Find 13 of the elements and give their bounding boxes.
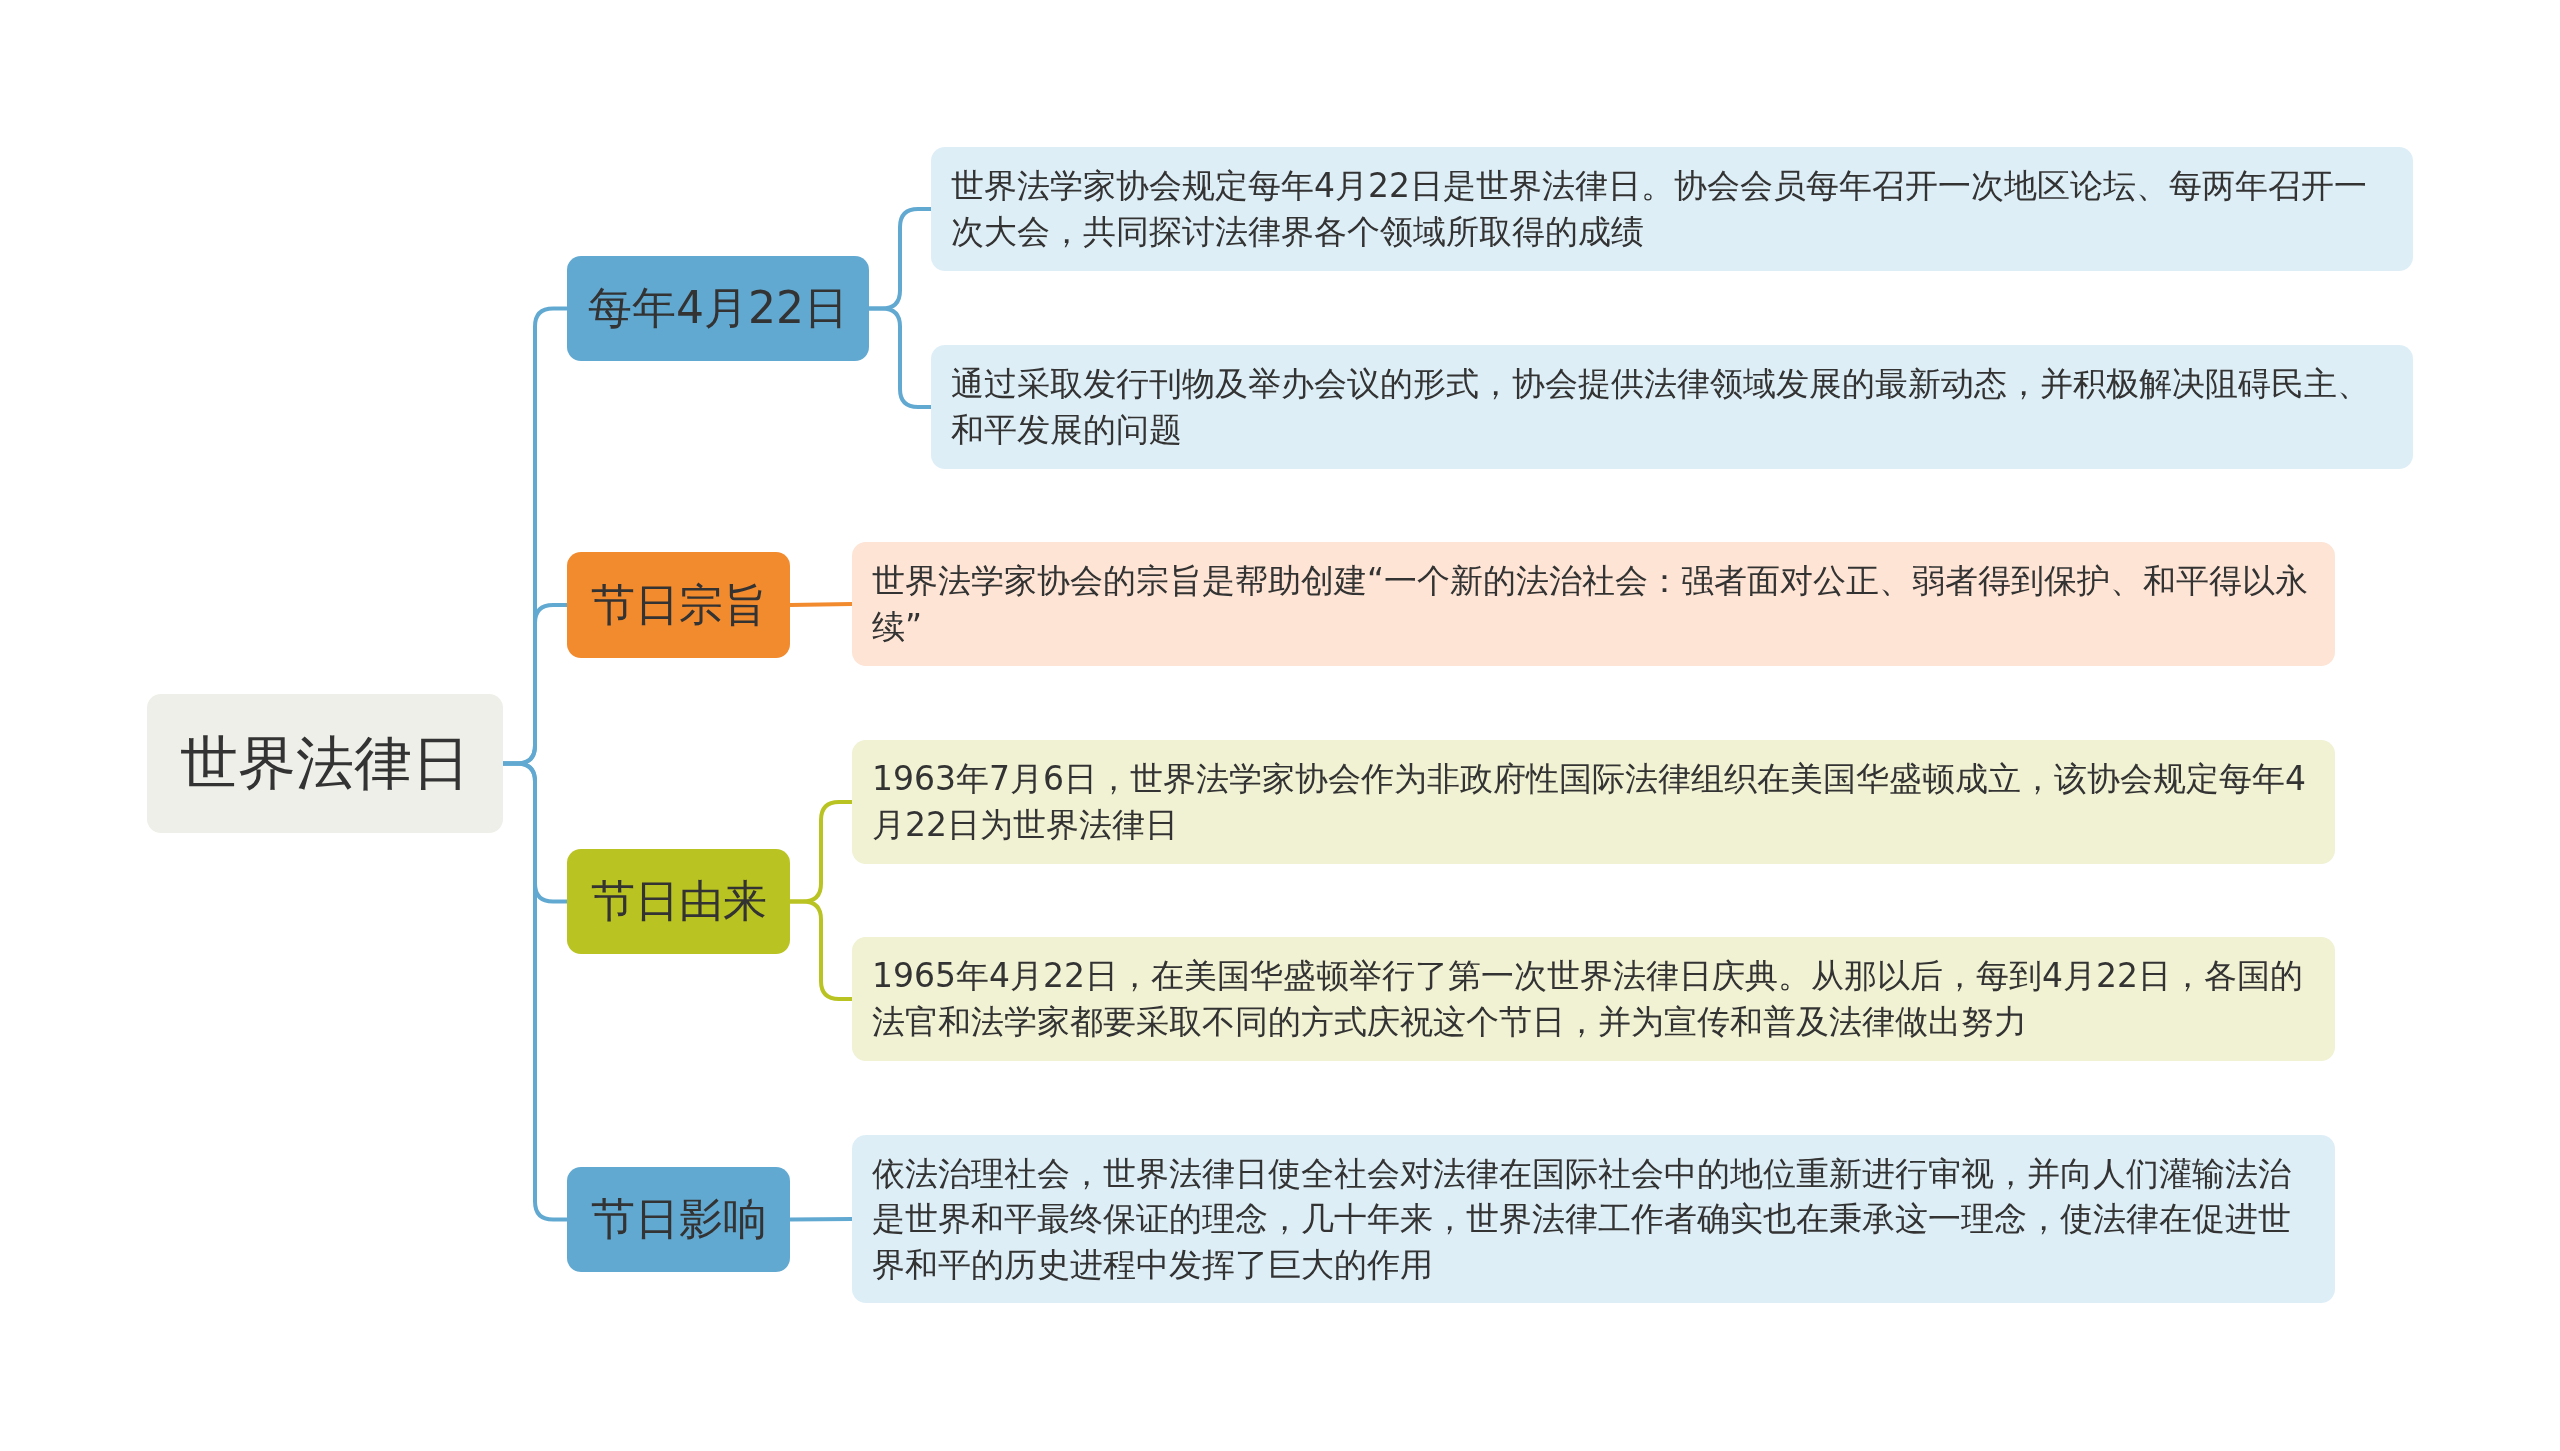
connector-line [789, 602, 853, 607]
note-box: 1965年4月22日，在美国华盛顿举行了第一次世界法律日庆典。从那以后，每到4月22日，各国的法官和法学家都要采取不同的方式庆祝这个节日，并为宣传和普及法律做出努力 [852, 937, 2335, 1061]
connector-line [790, 1217, 852, 1222]
note-box: 世界法学家协会的宗旨是帮助创建“一个新的法治社会：强者面对公正、弱者得到保护、和平得以永续” [852, 542, 2335, 666]
note-box: 通过采取发行刊物及举办会议的形式，协会提供法律领域发展的最新动态，并积极解决阻碍民主、和平发展的问题 [931, 345, 2413, 469]
note-box: 依法治理社会，世界法律日使全社会对法律在国际社会中的地位重新进行审视，并向人们灌输法治是世界和平最终保证的理念，几十年来，世界法律工作者确实也在秉承这一理念，使法律在促进世界和平的历史进程中发挥了巨大的作用 [852, 1135, 2335, 1303]
topic-box: 每年4月22日 [567, 256, 869, 361]
topic-box: 节日由来 [567, 849, 790, 954]
topic-box: 世界法律日 [147, 694, 503, 833]
note-box: 1963年7月6日，世界法学家协会作为非政府性国际法律组织在美国华盛顿成立，该协会规定每年4月22日为世界法律日 [852, 740, 2335, 864]
topic-box: 节日影响 [567, 1167, 790, 1272]
note-box: 世界法学家协会规定每年4月22日是世界法律日。协会会员每年召开一次地区论坛、每两年召开一次大会，共同探讨法律界各个领域所取得的成绩 [931, 147, 2413, 271]
topic-box: 节日宗旨 [567, 552, 790, 658]
